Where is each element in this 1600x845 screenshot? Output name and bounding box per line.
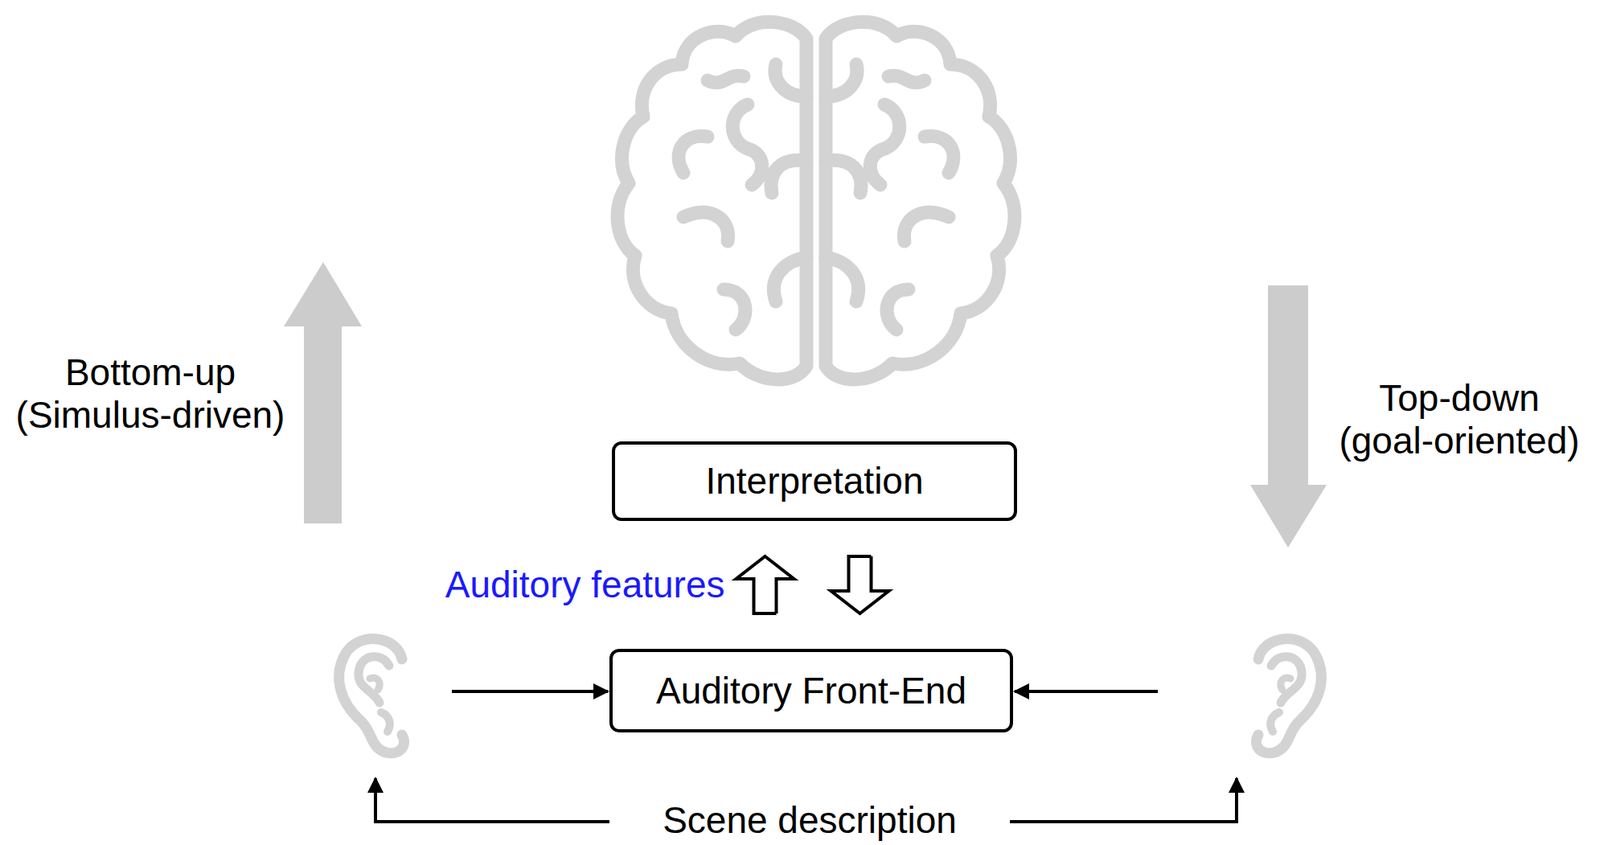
input-arrow — [1014, 689, 1158, 694]
feedback-line — [375, 778, 610, 822]
bottom-up-arrow — [283, 262, 362, 524]
input-arrow — [451, 689, 608, 694]
edge-label: Auditory features — [445, 563, 726, 607]
feedback-line — [1009, 778, 1237, 822]
process-box: Auditory Front-End — [609, 648, 1014, 733]
box-label: Interpretation — [705, 459, 924, 503]
ear-icon — [339, 639, 405, 754]
top-down-arrow — [1250, 285, 1327, 548]
box-label: Auditory Front-End — [656, 669, 967, 713]
annotation-label: Scene description — [662, 799, 957, 842]
hollow-arrow — [736, 556, 795, 614]
hollow-arrow — [831, 556, 890, 614]
process-box: Interpretation — [611, 441, 1018, 522]
annotation-label: Top-down (goal-oriented) — [1331, 377, 1588, 463]
brain-icon — [617, 21, 1015, 380]
annotation-label: Bottom-up (Simulus-driven) — [1, 351, 300, 437]
